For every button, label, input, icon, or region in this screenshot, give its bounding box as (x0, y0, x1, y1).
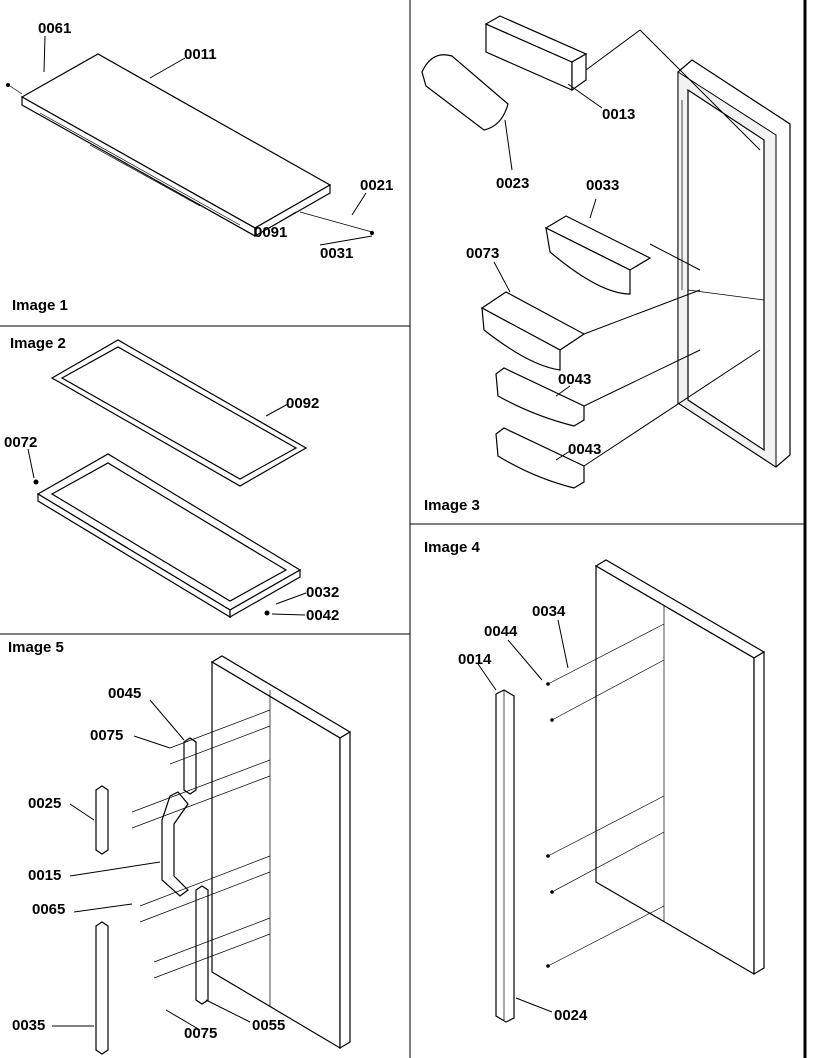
callout-0015: 0015 (28, 867, 61, 884)
callout-0044: 0044 (484, 623, 518, 640)
callout-0055: 0055 (252, 1017, 285, 1034)
callout-0021: 0021 (360, 177, 393, 194)
bin-0043b-drawing (495, 427, 585, 489)
callout-0031: 0031 (320, 245, 353, 262)
door-panel-drawing (594, 559, 766, 976)
panel-image-2: Image 2 0072 0092 0032 0042 (4, 335, 339, 624)
callout-0073: 0073 (466, 245, 499, 262)
bin-0043a-drawing (495, 367, 585, 427)
panel-1-title: Image 1 (12, 297, 68, 314)
panel-image-4: Image 4 0034 0044 0014 (424, 539, 766, 1024)
callout-0032: 0032 (306, 584, 339, 601)
callout-0011: 0011 (184, 46, 217, 63)
callout-0042: 0042 (306, 607, 339, 624)
callout-0092: 0092 (286, 395, 319, 412)
callout-0034: 0034 (532, 603, 566, 620)
callout-0025: 0025 (28, 795, 61, 812)
callout-0045: 0045 (108, 685, 141, 702)
panel-2-title: Image 2 (10, 335, 66, 352)
callout-0024: 0024 (554, 1007, 588, 1024)
callout-0061: 0061 (38, 20, 71, 37)
bin-0073-drawing (480, 291, 586, 371)
callout-0043-upper: 0043 (558, 371, 591, 388)
panel-4-title: Image 4 (424, 539, 481, 556)
callout-0023: 0023 (496, 175, 529, 192)
callout-0013: 0013 (602, 106, 635, 123)
callout-0035: 0035 (12, 1017, 45, 1034)
dairy-cover-drawing (421, 54, 509, 131)
panel-image-3: Image 3 (421, 15, 791, 514)
door-liner-drawing (677, 59, 791, 468)
dairy-bin-drawing (484, 15, 588, 92)
door-handle-drawing (95, 655, 352, 1055)
callout-0043-lower: 0043 (568, 441, 601, 458)
fastener-lines-5 (131, 709, 271, 979)
panel-3-title: Image 3 (424, 497, 480, 514)
fastener-lines (546, 623, 665, 968)
callout-0075-upper: 0075 (90, 727, 123, 744)
callout-0033: 0033 (586, 177, 619, 194)
trim-0014-drawing (495, 689, 515, 1023)
shelf-drawing (6, 53, 374, 238)
callout-0065: 0065 (32, 901, 65, 918)
callout-0014: 0014 (458, 651, 492, 668)
callout-0072: 0072 (4, 434, 37, 451)
callout-0075-lower: 0075 (184, 1025, 217, 1042)
panel-image-5: Image 5 0045 (8, 639, 352, 1055)
panel-5-title: Image 5 (8, 639, 64, 656)
bin-0033-drawing (544, 215, 652, 295)
panel-image-1: Image 1 0061 0011 0021 0031 0091 (6, 20, 393, 314)
glass-frame-drawing (33, 339, 308, 619)
callout-0091: 0091 (254, 224, 287, 241)
